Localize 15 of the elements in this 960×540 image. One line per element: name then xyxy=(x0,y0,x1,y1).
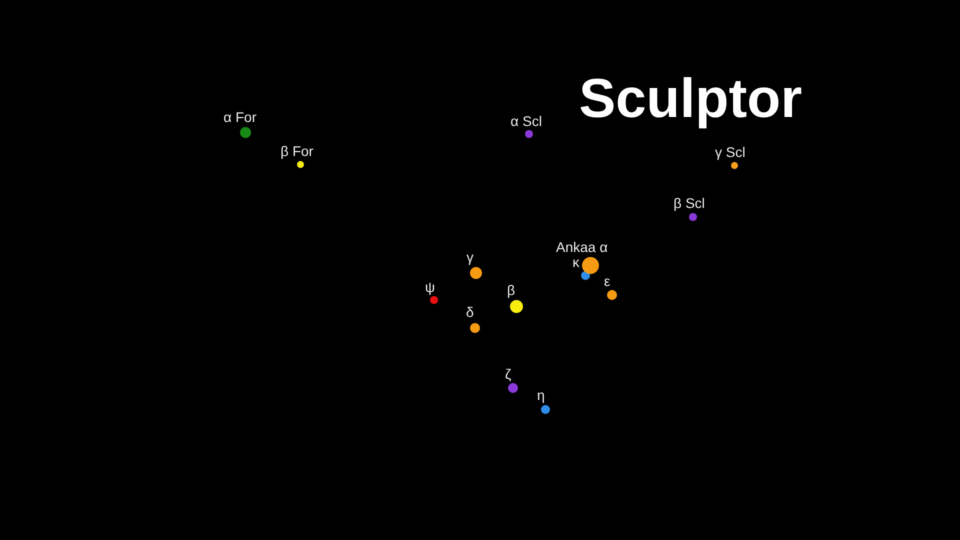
star-label: β xyxy=(507,282,516,298)
star-label: γ xyxy=(466,249,474,265)
star-label: γ Scl xyxy=(715,144,746,160)
star-label: η xyxy=(537,387,545,403)
star-label: ε xyxy=(604,273,610,289)
star-label: α For xyxy=(224,109,256,125)
star-label: ψ xyxy=(425,279,435,295)
star-label: δ xyxy=(466,304,474,320)
star-label: ζ xyxy=(505,366,512,382)
star-label: κ xyxy=(572,254,580,270)
star-label: β Scl xyxy=(674,195,705,211)
star-label: β For xyxy=(280,143,314,159)
title: Sculptor xyxy=(579,66,802,131)
star-label: α Scl xyxy=(510,113,542,129)
star-label: Ankaa α xyxy=(556,239,608,255)
